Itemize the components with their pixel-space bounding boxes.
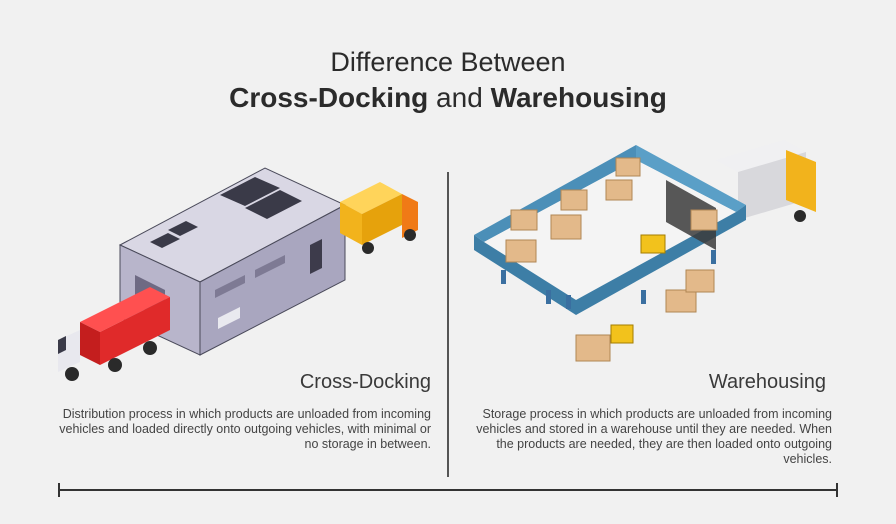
shelving-with-boxes	[505, 157, 718, 362]
cross-docking-illustration	[58, 167, 418, 381]
page-title: Difference Between Cross-Docking and War…	[0, 46, 896, 116]
title-warehousing: Warehousing	[490, 82, 667, 113]
bottom-rule-right-tick	[836, 483, 838, 497]
warehousing-description: Storage process in which products are un…	[476, 407, 832, 466]
title-line-2: Cross-Docking and Warehousing	[0, 80, 896, 116]
red-truck	[58, 287, 170, 381]
warehousing-title: Warehousing	[708, 371, 826, 393]
yellow-truck	[340, 182, 418, 254]
title-line-1: Difference Between	[330, 47, 566, 77]
center-divider	[447, 172, 449, 477]
title-joiner: and	[428, 82, 491, 113]
bottom-rule-left-tick	[58, 483, 60, 497]
cross-docking-description: Distribution process in which products a…	[59, 407, 431, 451]
title-cross-docking: Cross-Docking	[229, 82, 429, 113]
forklifts	[610, 234, 666, 344]
bottom-rule	[58, 489, 838, 491]
workers	[501, 250, 716, 309]
cross-docking-title: Cross-Docking	[299, 371, 431, 393]
warehouse-yellow-truck	[716, 140, 816, 222]
warehousing-illustration	[474, 140, 816, 362]
